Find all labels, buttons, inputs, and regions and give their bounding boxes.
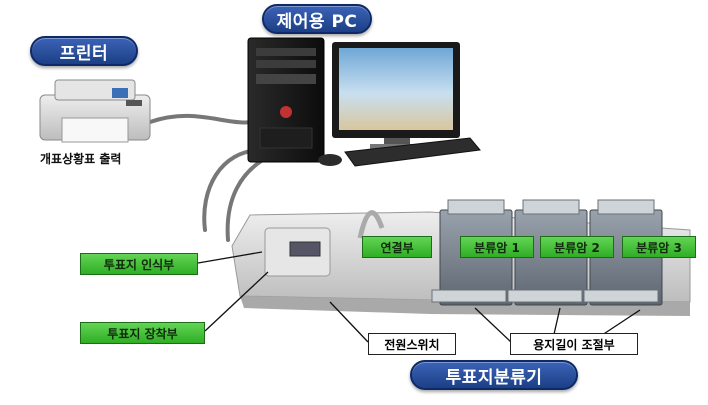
printer-title: 프린터 <box>30 36 138 66</box>
label-loading: 투표지 장착부 <box>80 322 205 344</box>
label-recognition: 투표지 인식부 <box>80 253 198 275</box>
printer-output-caption: 개표상황표 출력 <box>40 152 122 166</box>
pc-title: 제어용 PC <box>262 4 372 34</box>
keyboard-icon <box>344 137 481 167</box>
sorter-title: 투표지분류기 <box>410 360 578 390</box>
leader-lines <box>197 251 641 344</box>
pc-tower-icon <box>247 37 325 163</box>
label-connection: 연결부 <box>362 236 432 258</box>
label-power: 전원스위치 <box>368 333 456 355</box>
sorter-machine <box>231 199 691 316</box>
label-arm1: 분류암 1 <box>460 236 534 258</box>
label-arm3: 분류암 3 <box>622 236 696 258</box>
monitor-icon <box>332 42 460 149</box>
printer-icon <box>39 79 151 143</box>
label-arm2: 분류암 2 <box>540 236 614 258</box>
mouse-icon <box>318 154 342 166</box>
label-length-adjust: 용지길이 조절부 <box>510 333 638 355</box>
